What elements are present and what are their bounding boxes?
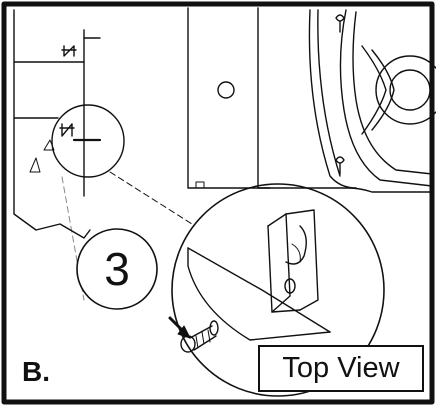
leader-line-dashed — [109, 171, 193, 225]
view-label-top-view: Top View — [258, 345, 424, 392]
step-number: 3 — [104, 243, 130, 295]
board-hole — [217, 81, 235, 99]
enlarged-detail-circle — [171, 183, 385, 397]
panel-letter: B. — [22, 356, 50, 387]
speaker-unit — [257, 9, 436, 193]
step-number-circle — [76, 228, 158, 310]
detail-callout-circle — [51, 104, 125, 178]
center-board — [187, 7, 271, 189]
enlarged-detail — [171, 183, 385, 397]
bracket-mark-lower — [59, 123, 102, 142]
screw-assembly — [168, 316, 219, 353]
left-panel-outline — [13, 9, 101, 239]
bracket-mark-upper — [61, 45, 77, 57]
